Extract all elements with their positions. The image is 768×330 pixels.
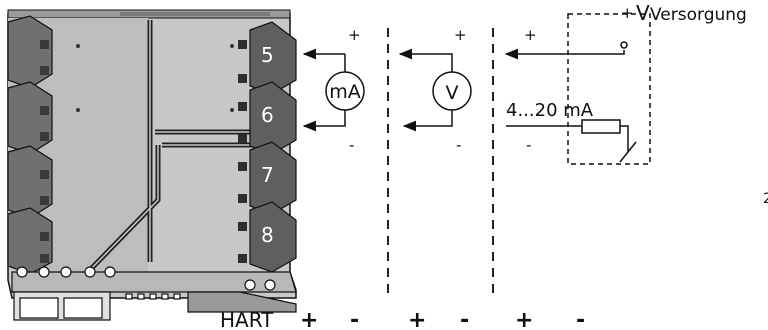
voltmeter-circuit <box>398 48 472 132</box>
terminal-block-7 <box>249 141 297 215</box>
voltmeter-plus-sign: + <box>454 26 467 44</box>
supply-loop-circuit <box>504 13 651 165</box>
loop-device-box <box>567 13 651 165</box>
terminal-label-6: 6 <box>261 103 274 127</box>
supply-terminal <box>620 41 628 49</box>
voltmeter-symbol <box>432 71 472 111</box>
loop-plus-sign: + <box>524 26 537 44</box>
group-separators <box>387 28 494 298</box>
loop-range-label: 4...20 mA <box>506 100 594 121</box>
loop-bottom-plus: + <box>515 308 533 330</box>
loop-bottom-minus: - <box>576 308 585 330</box>
terminal-label-5: 5 <box>261 43 274 67</box>
hart-label: HART <box>220 308 274 330</box>
supply-v: V <box>636 1 650 25</box>
voltmeter-label: V <box>446 82 459 104</box>
ammeter-label: mA <box>329 81 361 103</box>
voltmeter-bottom-plus: + <box>408 308 426 330</box>
hart-minus: - <box>350 308 359 330</box>
supply-label: Versorgung <box>650 5 747 25</box>
ammeter-plus-sign: + <box>348 26 361 44</box>
ammeter-circuit <box>302 48 365 132</box>
ammeter-minus-sign: - <box>349 136 354 154</box>
loop-minus-sign: - <box>526 136 531 154</box>
terminal-block-5 <box>249 21 297 95</box>
terminal-label-7: 7 <box>261 163 274 187</box>
resistor-symbol <box>581 119 621 134</box>
edge-fragment: 2 <box>763 191 768 207</box>
voltmeter-minus-sign: - <box>456 136 461 154</box>
ammeter-symbol <box>325 71 365 111</box>
terminal-block-6 <box>249 81 297 155</box>
voltmeter-bottom-minus: - <box>460 308 469 330</box>
device-housing: 5 6 7 8 <box>7 9 297 321</box>
supply-plus: + <box>621 4 634 22</box>
right-terminal-blocks <box>249 21 297 273</box>
terminal-label-8: 8 <box>261 223 274 247</box>
housing-base <box>11 266 297 321</box>
terminal-block-8 <box>249 201 297 273</box>
hart-plus: + <box>300 308 318 330</box>
